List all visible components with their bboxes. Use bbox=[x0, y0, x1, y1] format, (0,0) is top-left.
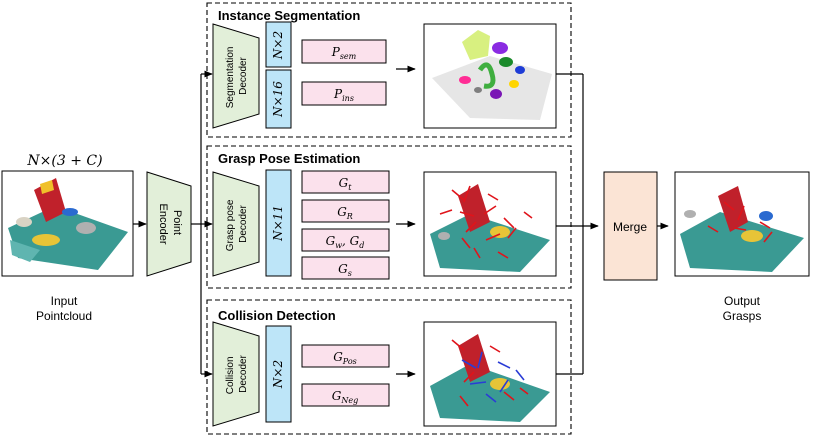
collision-decoder-label: Collision Decoder bbox=[225, 354, 249, 395]
seg-feature-box-1 bbox=[265, 21, 292, 68]
input-dimension-label: N×(3 + C) bbox=[26, 153, 102, 169]
output-p-ins-box bbox=[301, 81, 387, 106]
output-g-s: Gs bbox=[338, 262, 352, 278]
seg-feature-label-2: N×16 bbox=[271, 81, 285, 118]
section-instance-segmentation: Instance Segmentation Segmentation Decod… bbox=[206, 2, 572, 138]
output-g-neg: GNeg bbox=[332, 389, 358, 405]
merge-label: Merge bbox=[613, 220, 647, 234]
seg-title: Instance Segmentation bbox=[218, 8, 360, 23]
input-pointcloud-image bbox=[1, 170, 134, 277]
grasp-decoder-block bbox=[212, 171, 260, 277]
seg-feature-box-2 bbox=[265, 69, 292, 129]
output-p-sem: Psem bbox=[331, 45, 357, 61]
output-g-pos-box bbox=[301, 344, 390, 368]
point-encoder-block bbox=[146, 171, 192, 277]
collision-feature-label: N×2 bbox=[271, 360, 285, 389]
segmentation-decoder-label: Segmentation Decoder bbox=[225, 44, 249, 109]
output-g-neg-box bbox=[301, 383, 390, 407]
grasp-feature-label: N×11 bbox=[271, 205, 285, 242]
output-g-wd-box bbox=[301, 228, 390, 252]
output-grasps-image bbox=[674, 171, 810, 277]
section-grasp-pose-estimation: Grasp Pose Estimation Grasp pose Decoder… bbox=[206, 145, 572, 289]
collision-feature-box bbox=[265, 325, 292, 423]
merge-block bbox=[603, 171, 658, 281]
section-collision-detection: Collision Detection Collision Decoder N×… bbox=[206, 299, 572, 435]
grasp-title: Grasp Pose Estimation bbox=[218, 151, 360, 166]
input-label-line1: Input bbox=[51, 294, 78, 308]
output-p-sem-box bbox=[301, 39, 387, 64]
output-g-wd: Gw, Gd bbox=[326, 234, 365, 250]
output-p-ins: Pins bbox=[333, 87, 354, 103]
seg-feature-label-1: N×2 bbox=[271, 31, 285, 60]
collision-result-image bbox=[423, 321, 557, 427]
output-label-line2: Grasps bbox=[723, 309, 762, 323]
segmentation-result-image bbox=[423, 23, 557, 129]
output-g-pos: GPos bbox=[333, 350, 357, 366]
output-g-t-box bbox=[301, 170, 390, 194]
grasp-result-image bbox=[423, 171, 557, 277]
grasp-feature-box bbox=[265, 169, 292, 277]
input-formula: N×(3 + C) bbox=[26, 153, 102, 169]
output-label-line1: Output bbox=[724, 294, 761, 308]
output-g-r: GR bbox=[337, 205, 353, 221]
collision-title: Collision Detection bbox=[218, 308, 336, 323]
grasp-decoder-label: Grasp pose Decoder bbox=[225, 197, 249, 251]
point-encoder-label: Point Encoder bbox=[157, 204, 183, 245]
segmentation-decoder-block bbox=[212, 23, 260, 129]
output-g-r-box bbox=[301, 199, 390, 223]
output-g-t: Gt bbox=[339, 176, 353, 192]
output-g-s-box bbox=[301, 256, 390, 280]
collision-decoder-block bbox=[212, 321, 260, 427]
input-label-line2: Pointcloud bbox=[36, 309, 92, 323]
